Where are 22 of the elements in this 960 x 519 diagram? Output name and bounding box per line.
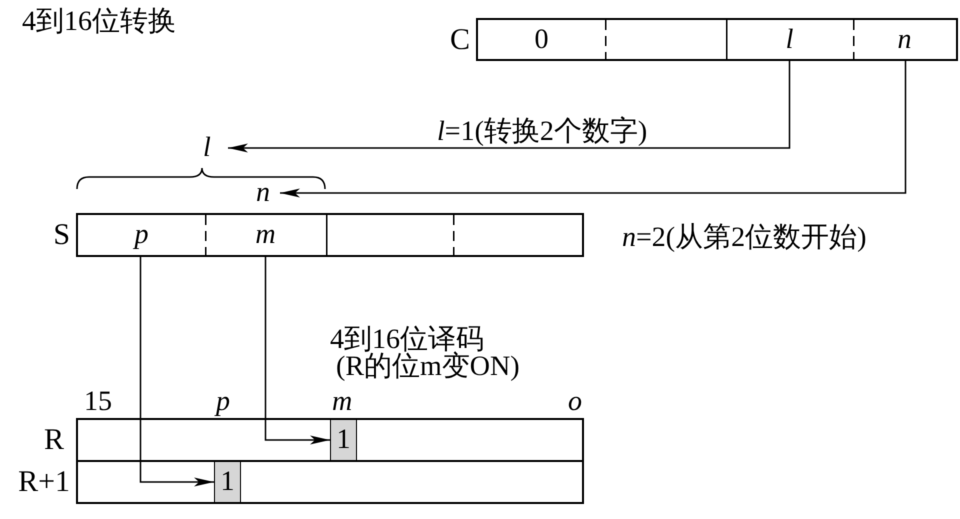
bit-cell: 1 <box>330 420 357 460</box>
bit-number: 15 <box>84 388 112 416</box>
register-label: R <box>44 425 64 455</box>
arrow <box>264 257 330 444</box>
variable-label: l <box>196 133 228 163</box>
arrow <box>280 61 906 198</box>
register-label: R+1 <box>18 467 70 497</box>
variable-label: n <box>252 179 280 207</box>
bit-label: p <box>216 388 230 416</box>
register-label: C <box>450 24 470 54</box>
note: n=2(从第2位数开始) <box>622 224 866 252</box>
edge-label: l=1(转换2个数字) <box>437 118 648 146</box>
register-label: S <box>53 220 70 250</box>
register-cell: 0 <box>478 20 605 59</box>
bit-label: m <box>332 388 352 416</box>
bit-label: o <box>568 388 582 416</box>
arrow <box>228 61 790 152</box>
diagram-title: 4到16位转换 <box>22 8 176 36</box>
register-cell: p <box>78 215 205 255</box>
note: (R的位m变ON) <box>336 353 520 381</box>
bit-cell: 1 <box>214 462 241 502</box>
arrow <box>140 257 214 486</box>
